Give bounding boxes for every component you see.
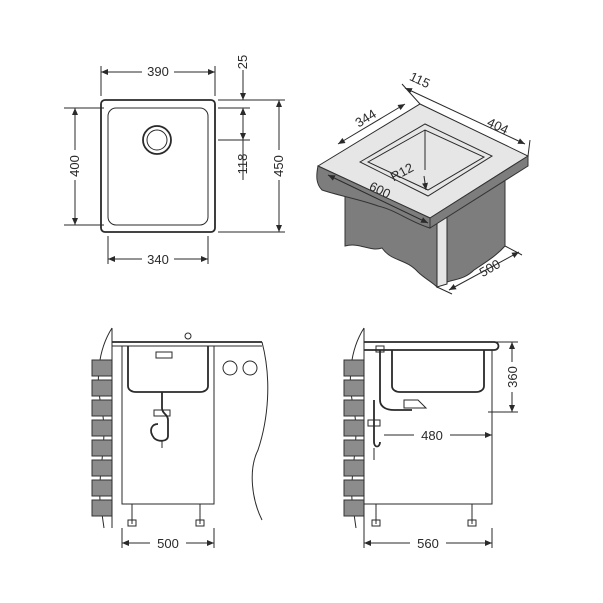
dim-600-line: [327, 174, 429, 224]
dim-404-line: [404, 87, 526, 145]
dim-118: 118: [235, 154, 250, 175]
side-view: 480 360 560: [343, 327, 522, 551]
dim-115: 115: [407, 69, 432, 91]
dim-480: 480: [421, 428, 443, 443]
dim-344-line: [337, 103, 406, 145]
front-view: 500: [91, 327, 269, 551]
right-side-curve: [251, 341, 269, 521]
drain-hole: [142, 125, 172, 155]
dim-344: 344: [352, 106, 378, 130]
dim-25: 25: [235, 55, 250, 69]
dim-500-iso-line: [448, 251, 520, 291]
sink-bowl-side: [391, 350, 485, 393]
overflow-circle-1: [222, 360, 238, 376]
drain-trap: [150, 392, 169, 442]
bricks-front: [91, 359, 113, 517]
top-view: 390 340 400 450 25 118: [64, 55, 288, 267]
sink-outline-outer: [100, 99, 216, 233]
dim-404: 404: [485, 115, 511, 138]
dim-560: 560: [417, 536, 439, 551]
bricks-side: [343, 359, 365, 517]
dim-340: 340: [147, 252, 169, 267]
dim-390: 390: [147, 64, 169, 79]
dim-400: 400: [67, 155, 82, 177]
dim-500-front: 500: [157, 536, 179, 551]
sink-bowl-front: [127, 346, 209, 393]
dim-360: 360: [505, 366, 520, 388]
isometric-view: 115 404 344 R12 600 500: [316, 69, 531, 295]
dim-450: 450: [271, 155, 286, 177]
sink-bowl-inner: [107, 107, 209, 226]
countertop-side: [429, 155, 529, 229]
overflow-circle-2: [242, 360, 258, 376]
drain-hole-inner: [146, 129, 168, 151]
